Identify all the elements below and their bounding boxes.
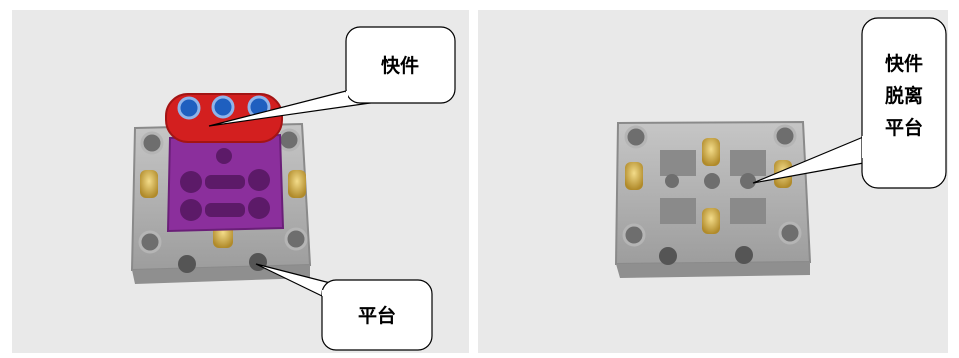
left-purple-connector bbox=[166, 133, 285, 233]
right-platform bbox=[614, 120, 812, 278]
callout-label-line1: 快件 bbox=[885, 52, 923, 75]
callout-label-line3: 平台 bbox=[885, 116, 923, 139]
callout-label-line2: 脱离 bbox=[885, 84, 923, 107]
callout-left-top: 快件 bbox=[208, 26, 456, 127]
callout-left-bottom: 平台 bbox=[255, 263, 433, 351]
callout-label-express-item: 快件 bbox=[381, 54, 419, 77]
callout-right: 快件 脱离 平台 bbox=[752, 17, 947, 189]
callout-label-platform: 平台 bbox=[358, 304, 396, 327]
